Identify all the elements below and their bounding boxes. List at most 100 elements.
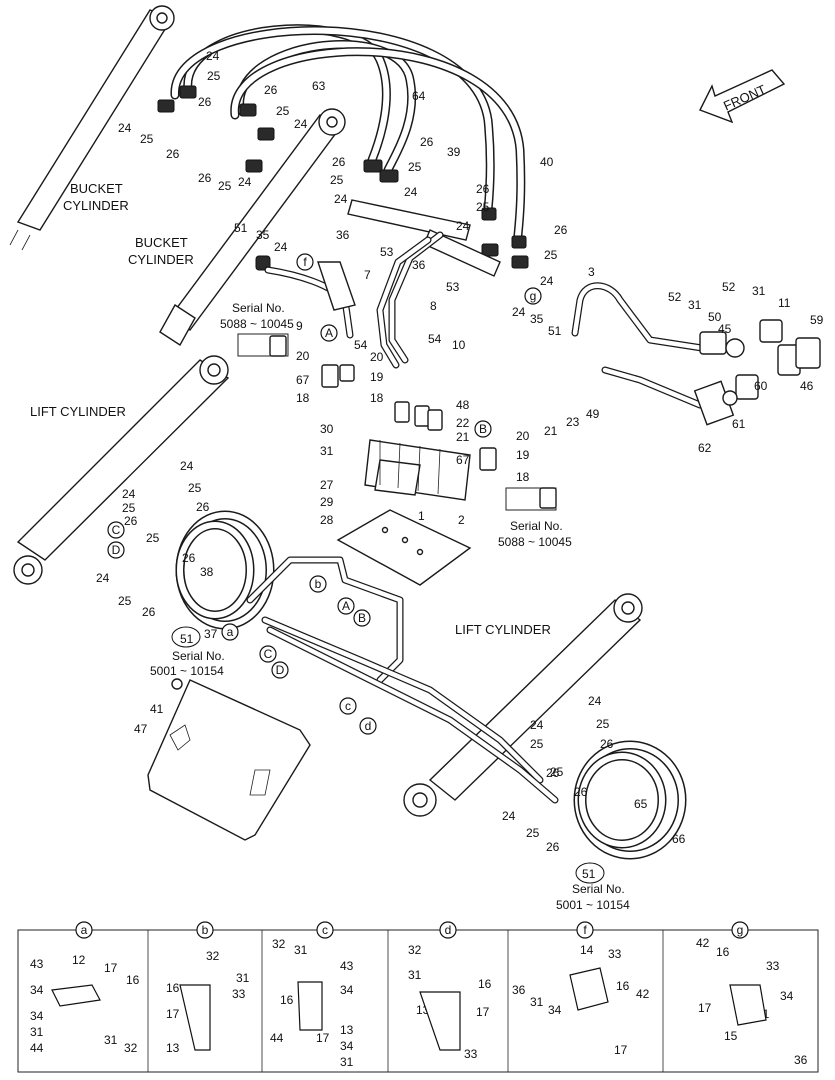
part-number-label: 29	[320, 495, 334, 509]
detail-part-label: 33	[766, 959, 780, 973]
serial-note-c: Serial No. 5001 ~ 10154	[150, 649, 225, 678]
detail-part-label: 32	[124, 1041, 138, 1055]
part-number-label: 41	[150, 702, 164, 716]
cover-plate	[147, 678, 311, 841]
callout-g: g	[524, 287, 542, 305]
detail-part-label: 17	[698, 1001, 712, 1015]
part-number-label: 1	[418, 509, 425, 523]
svg-text:Serial No.: Serial No.	[510, 519, 563, 533]
detail-part-label: 16	[126, 973, 140, 987]
part-number-label: 31	[320, 444, 334, 458]
part-number-label: 35	[530, 312, 544, 326]
part-number-label: 51	[180, 632, 194, 646]
part-number-label: 24	[118, 121, 132, 135]
detail-part-label: 31	[530, 995, 544, 1009]
svg-text:5001 ~ 10154: 5001 ~ 10154	[556, 898, 630, 912]
detail-part-label: 33	[608, 947, 622, 961]
part-number-label: 24	[334, 192, 348, 206]
detail-part-label: 33	[232, 987, 246, 1001]
detail-part-label: 12	[72, 953, 86, 967]
detail-part-label: 44	[30, 1041, 44, 1055]
part-number-label: 52	[722, 280, 736, 294]
part-number-label: 25	[330, 173, 344, 187]
part-number-label: 30	[320, 422, 334, 436]
part-number-label: 28	[320, 513, 334, 527]
part-number-label: 26	[166, 147, 180, 161]
part-number-label: 60	[754, 379, 768, 393]
part-number-label: 26	[264, 83, 278, 97]
part-number-label: 26	[476, 182, 490, 196]
detail-panels	[17, 929, 819, 1073]
svg-text:f: f	[303, 255, 307, 269]
upper-fittings	[157, 85, 529, 271]
part-number-label: 26	[198, 95, 212, 109]
callout-B: B	[474, 420, 492, 438]
part-51-circle	[171, 626, 201, 648]
part-number-label: 59	[810, 313, 824, 327]
part-number-label: 26	[546, 766, 560, 780]
part-number-label: 25	[140, 132, 154, 146]
part-number-label: 45	[718, 322, 732, 336]
part-number-label: 19	[370, 370, 384, 384]
detail-part-label: 16	[166, 981, 180, 995]
part-number-label: 24	[588, 694, 602, 708]
svg-text:g: g	[737, 923, 744, 937]
svg-text:c: c	[345, 699, 351, 713]
part-number-label: 26	[196, 500, 210, 514]
bucket-cylinder-label-2b: CYLINDER	[128, 252, 194, 267]
part-number-label: 24	[404, 185, 418, 199]
part-number-label: 25	[218, 179, 232, 193]
part-number-label: 54	[354, 338, 368, 352]
svg-text:Serial No.: Serial No.	[172, 649, 225, 663]
part-number-label: 26	[198, 171, 212, 185]
part-number-label: 46	[800, 379, 814, 393]
part-number-label: 24	[502, 809, 516, 823]
distribution-block	[347, 199, 501, 277]
part-number-label: 50	[708, 310, 722, 324]
svg-text:5088 ~ 10045: 5088 ~ 10045	[220, 317, 294, 331]
callout-c: c	[339, 697, 357, 715]
callout-A: A	[320, 324, 338, 342]
bucket-cylinder-left	[9, 5, 175, 251]
detail-part-label: 34	[30, 1009, 44, 1023]
tube-62	[601, 366, 735, 426]
svg-text:g: g	[530, 289, 537, 303]
part-number-label: 25	[408, 160, 422, 174]
part-number-label: 25	[207, 69, 221, 83]
part-number-label: 31	[688, 298, 702, 312]
part-number-label: 24	[530, 718, 544, 732]
part-number-label: 24	[274, 240, 288, 254]
part-number-label: 25	[544, 248, 558, 262]
detail-part-label: 16	[478, 977, 492, 991]
detail-part-label: 42	[636, 987, 650, 1001]
part-number-label: 52	[668, 290, 682, 304]
part-number-label: 24	[122, 487, 136, 501]
detail-part-label: 31	[30, 1025, 44, 1039]
part-number-label: 26	[124, 514, 138, 528]
callout-f: f	[296, 253, 314, 271]
detail-part-label: 42	[696, 936, 710, 950]
callout-C: C	[259, 645, 277, 663]
part-number-label: 20	[296, 349, 310, 363]
part-number-label: 64	[412, 89, 426, 103]
part-number-label: 54	[428, 332, 442, 346]
detail-part-label: 31	[340, 1055, 354, 1069]
serial-note-d: Serial No. 5001 ~ 10154	[556, 882, 630, 912]
bucket-cylinder-label-1a: BUCKET	[70, 181, 123, 196]
detail-part-label: 13	[340, 1023, 354, 1037]
lower-tubes	[246, 556, 559, 804]
part-number-label: 38	[200, 565, 214, 579]
part-number-label: 62	[698, 441, 712, 455]
front-arrow: FRONT	[699, 69, 786, 124]
upper-hoses	[170, 24, 526, 240]
detail-part-label: 17	[316, 1031, 330, 1045]
part-number-label: 25	[276, 104, 290, 118]
svg-text:b: b	[202, 923, 209, 937]
part-number-label: 20	[370, 350, 384, 364]
detail-part-label: 17	[104, 961, 118, 975]
part-number-label: 24	[238, 175, 252, 189]
detail-part-label: 34	[780, 989, 794, 1003]
